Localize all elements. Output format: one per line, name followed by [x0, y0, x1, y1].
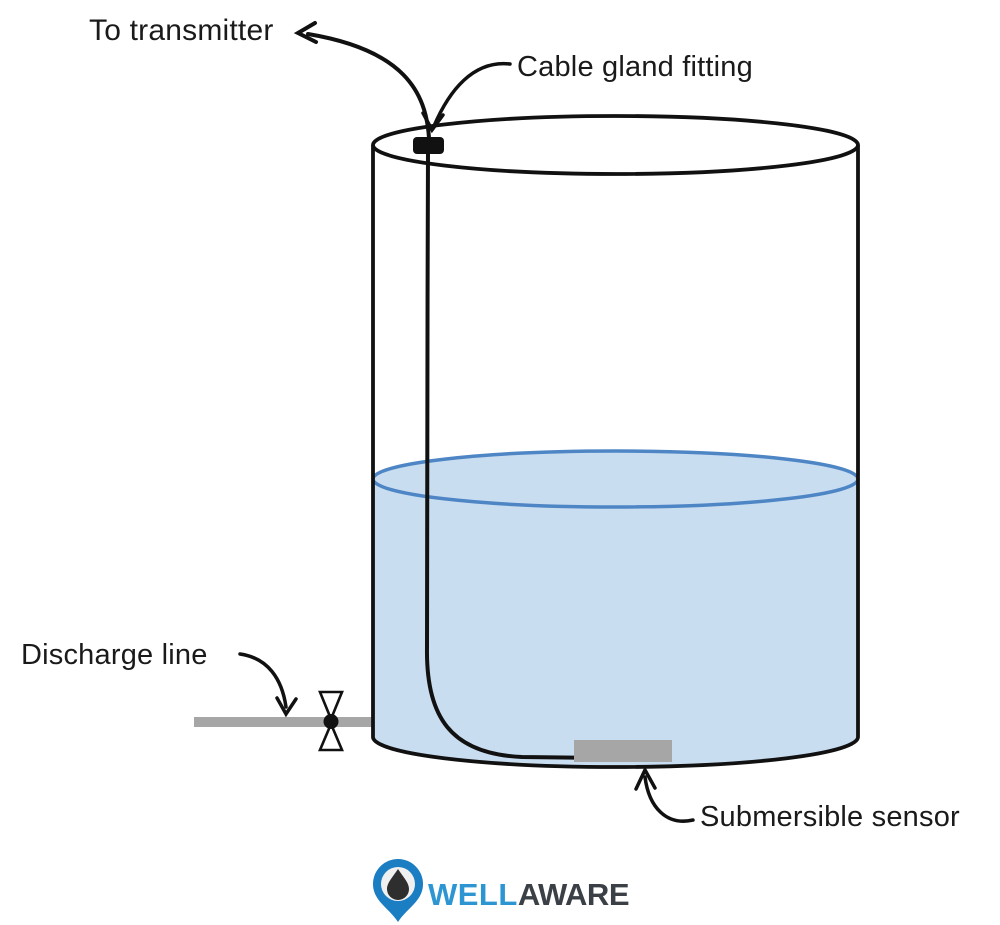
valve-top-triangle — [318, 690, 344, 723]
cable-gland-fitting — [413, 137, 444, 154]
submersible-sensor — [574, 740, 672, 762]
water-drop-icon — [387, 869, 409, 900]
cable-gland-leader — [421, 62, 512, 134]
logo-aware-text: AWARE — [517, 877, 630, 912]
discharge-line-leader-curve — [238, 652, 288, 709]
valve-center-dot — [323, 714, 339, 729]
sensor-cable-inside-tank — [424, 148, 607, 760]
water-body — [373, 479, 858, 767]
to-transmitter-label: To transmitter — [89, 14, 274, 47]
valve-bottom-triangle — [318, 720, 344, 752]
water-surface-ellipse — [371, 449, 860, 509]
cable-to-transmitter-curve — [306, 32, 431, 140]
logo-well-text: WELL — [428, 877, 518, 912]
wellaware-pin-icon — [373, 859, 423, 922]
submersible-sensor-arrowhead-icon — [634, 766, 657, 791]
cable-gland-arrowhead-icon — [421, 111, 445, 134]
discharge-line-leader — [238, 652, 298, 718]
submersible-sensor-label: Submersible sensor — [700, 801, 960, 833]
tank-bottom-arc — [371, 736, 860, 769]
tank-outline — [371, 114, 860, 769]
cable-to-transmitter — [293, 21, 431, 140]
cable-gland-leader-curve — [432, 62, 512, 128]
submersible-sensor-leader — [634, 766, 695, 823]
valve-icon — [318, 690, 344, 752]
discharge-line-label: Discharge line — [21, 639, 208, 671]
submersible-sensor-leader-curve — [643, 775, 695, 823]
cable-gland-fitting-label: Cable gland fitting — [517, 51, 753, 83]
to-transmitter-arrowhead-icon — [293, 21, 318, 44]
discharge-line-arrowhead-icon — [275, 696, 298, 718]
wellaware-logo-wordmark: WELLAWARE — [428, 877, 630, 913]
discharge-pipe — [194, 717, 374, 727]
tank-top-ellipse — [371, 114, 860, 176]
